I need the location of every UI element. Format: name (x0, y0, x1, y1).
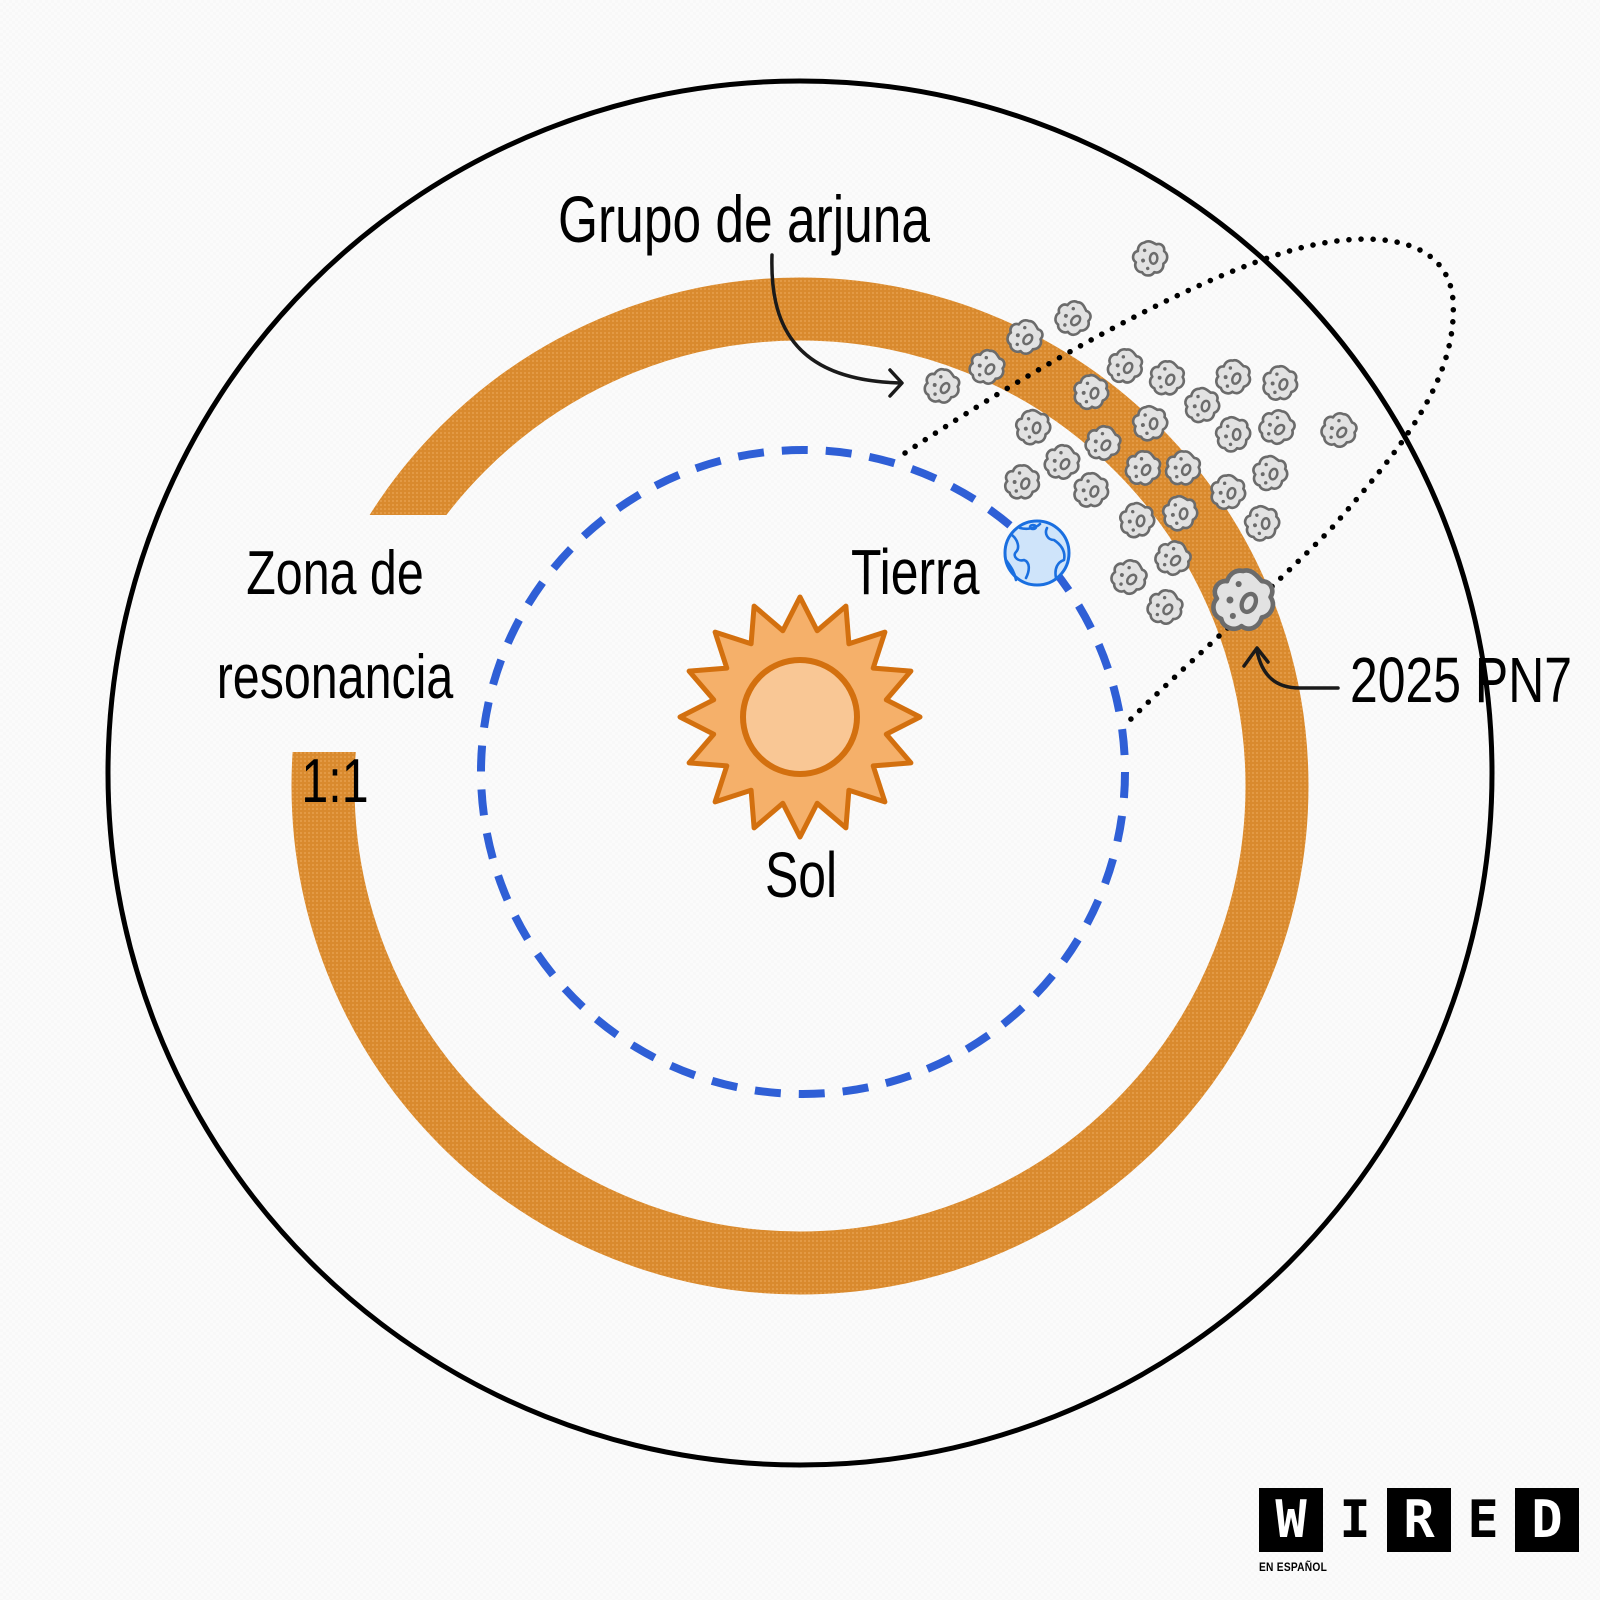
asteroid-icon (1105, 346, 1145, 385)
asteroid-icon (1181, 384, 1223, 426)
wired-logo: W I R E D (1259, 1488, 1579, 1558)
wired-letter-d: D (1515, 1488, 1579, 1552)
sun-label: Sol (765, 839, 838, 911)
asteroid-2025-pn7-label: 2025 PN7 (1350, 644, 1573, 716)
wired-letter-r: R (1387, 1488, 1451, 1552)
resonance-zone-label: Zona de resonancia 1:1 (191, 522, 480, 834)
arjuna-asteroids (921, 235, 1361, 628)
earth-orbit (477, 446, 1129, 1098)
resonance-zone-line-2: resonancia (216, 643, 454, 712)
wired-subtitle: EN ESPAÑOL (1259, 1560, 1328, 1574)
asteroid-icon (1317, 408, 1361, 452)
resonance-zone-line-3: 1:1 (301, 747, 369, 816)
asteroid-icon (1249, 452, 1291, 493)
resonance-zone-ring (291, 277, 1309, 1295)
asteroid-icon (1050, 295, 1096, 340)
asteroid-icon (1239, 500, 1285, 545)
asteroid-icon (1127, 235, 1173, 281)
sun-icon (677, 594, 923, 840)
arjuna-group-label: Grupo de arjuna (558, 182, 931, 256)
asteroid-icon (1072, 471, 1111, 509)
asteroid-icon (1208, 472, 1248, 512)
arjuna-arrow (770, 253, 902, 385)
outer-orbit (105, 78, 1495, 1468)
asteroid-icon (1041, 441, 1083, 483)
asteroid-icon (1143, 585, 1187, 628)
asteroid-icon (1214, 358, 1252, 395)
earth-label: Tierra (851, 536, 980, 608)
asteroid-icon (1107, 554, 1152, 599)
asteroid-icon (1210, 411, 1256, 457)
wired-letter-e: E (1467, 1490, 1499, 1550)
wired-letter-w: W (1259, 1488, 1323, 1552)
earth-icon (1003, 519, 1071, 587)
asteroid-icon (921, 365, 963, 406)
wired-letter-i: I (1339, 1490, 1371, 1550)
asteroid-icon (1260, 363, 1300, 402)
pn7-arrow (1255, 649, 1340, 690)
asteroid-icon (1254, 404, 1300, 449)
asteroid-icon (1003, 463, 1041, 500)
asteroid-icon (1148, 359, 1186, 397)
resonance-zone-line-1: Zona de (246, 539, 424, 608)
